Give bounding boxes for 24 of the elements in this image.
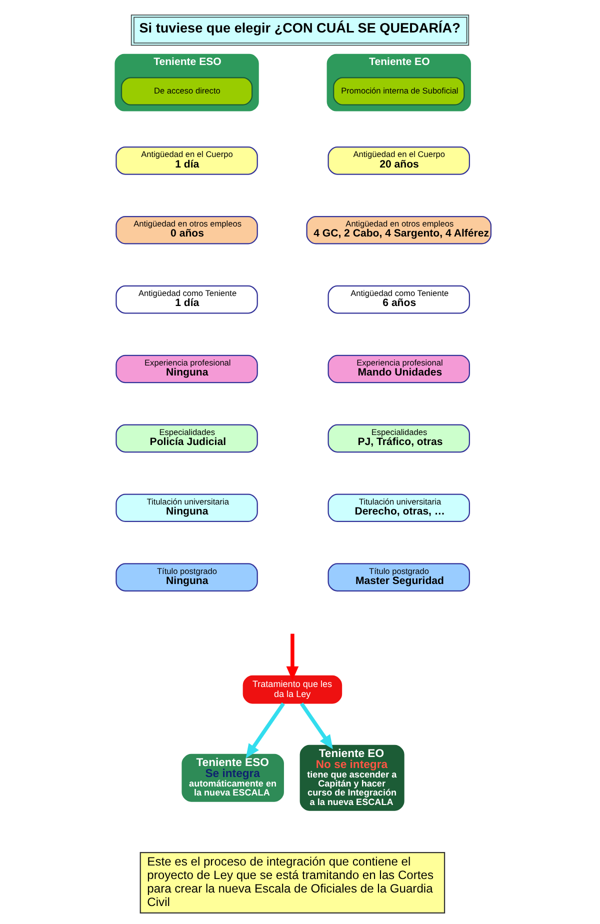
node-box: Antigüedad en el Cuerpo 1 día bbox=[116, 146, 258, 174]
node-box: Titulación universitaria Ninguna bbox=[116, 493, 258, 522]
node-box: Antigüedad como Teniente 1 día bbox=[116, 284, 258, 314]
node-box: Antigüedad en otros empleos 0 años bbox=[116, 216, 258, 244]
node-box: Especialidades Policía Judicial bbox=[116, 424, 258, 452]
arrow bbox=[246, 702, 285, 758]
node-box: Teniente ESO Se integra automáticamente en la nueva ESCALA bbox=[182, 753, 284, 802]
node-box: Teniente EO No se integra tiene que ascender a Capitán y hacer curso de Integración a la nueva ESCALA bbox=[300, 744, 404, 810]
node-box: Especialidades PJ, Tráfico, otras bbox=[328, 424, 470, 452]
node-box: Experiencia profesional Mando Unidades bbox=[328, 354, 470, 383]
node-box: Titulación universitaria Derecho, otras, … bbox=[328, 493, 470, 522]
node-box: Antigüedad como Teniente 6 años bbox=[328, 284, 470, 314]
node-box: Antigüedad en el Cuerpo 20 años bbox=[328, 146, 470, 174]
diagram-title: Si tuviese que elegir ¿CON CUÁL SE QUEDARÍA? bbox=[139, 20, 460, 36]
arrow bbox=[286, 633, 299, 680]
arrow bbox=[300, 702, 333, 749]
node-box: Antigüedad en otros empleos 4 GC, 2 Cabo, 4 Sargento, 4 Alférez bbox=[306, 216, 492, 244]
node-box: Experiencia profesional Ninguna bbox=[116, 354, 258, 383]
node-box: Título postgrado Master Seguridad bbox=[328, 562, 470, 591]
node-box: De acceso directo bbox=[120, 76, 253, 105]
node-box: Tratamiento que les da la Ley bbox=[242, 674, 342, 704]
caption: Este es el proceso de integración que contiene el proyecto de Ley que se está tramitando en las Cortes para crear la nueva Escala de Oficiales de la Guardia Civil bbox=[147, 854, 434, 909]
node-box: Promoción interna de Suboficial bbox=[333, 76, 465, 105]
node-box: Título postgrado Ninguna bbox=[116, 562, 258, 591]
